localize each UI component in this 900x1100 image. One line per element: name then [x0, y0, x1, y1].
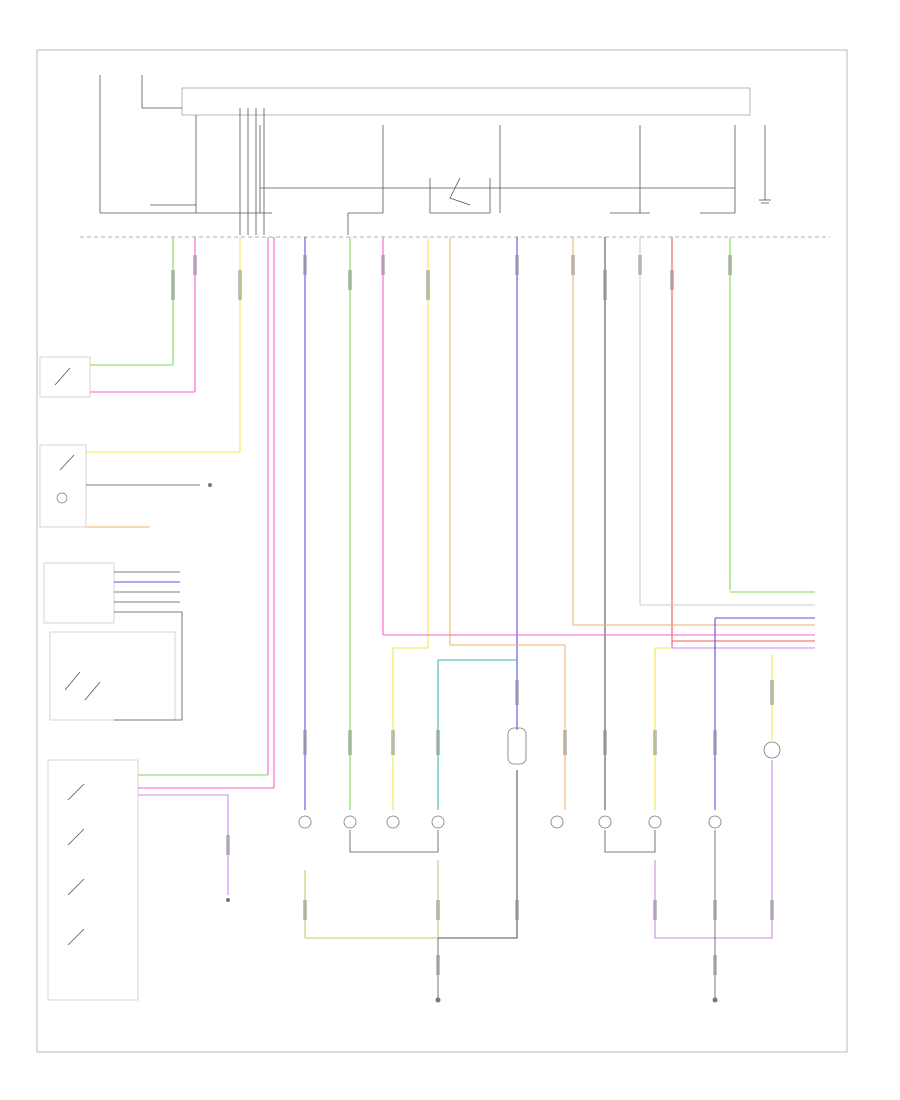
- lamp-left-3: [386, 815, 400, 829]
- central-module-box: [181, 87, 751, 116]
- light-switch-module-box: [47, 759, 139, 1001]
- lamp-left-4: [431, 815, 445, 829]
- headlamp-left: [507, 727, 527, 765]
- hazard-switch-box: [39, 444, 87, 528]
- dimmer-switch-box: [49, 631, 176, 721]
- lamp-right-4: [708, 815, 722, 829]
- connector-markers: [171, 255, 774, 975]
- lamps: [298, 727, 781, 829]
- top-power-lines: [99, 75, 272, 235]
- diagram-frame: [36, 49, 848, 1053]
- lamp-right-3: [648, 815, 662, 829]
- left-switches: [39, 356, 274, 1001]
- headlamp-right: [763, 741, 781, 759]
- lamp-right-2: [598, 815, 612, 829]
- module-internals: [259, 125, 771, 235]
- lamp-right-1: [550, 815, 564, 829]
- lamp-ground-wires: [304, 760, 773, 1003]
- lamp-left-1: [298, 815, 312, 829]
- door-switch-box: [39, 356, 91, 398]
- module-output-wires: [172, 237, 731, 810]
- right-side-bus: [383, 591, 815, 810]
- turn-signal-switch-box: [43, 562, 115, 624]
- lamp-left-2: [343, 815, 357, 829]
